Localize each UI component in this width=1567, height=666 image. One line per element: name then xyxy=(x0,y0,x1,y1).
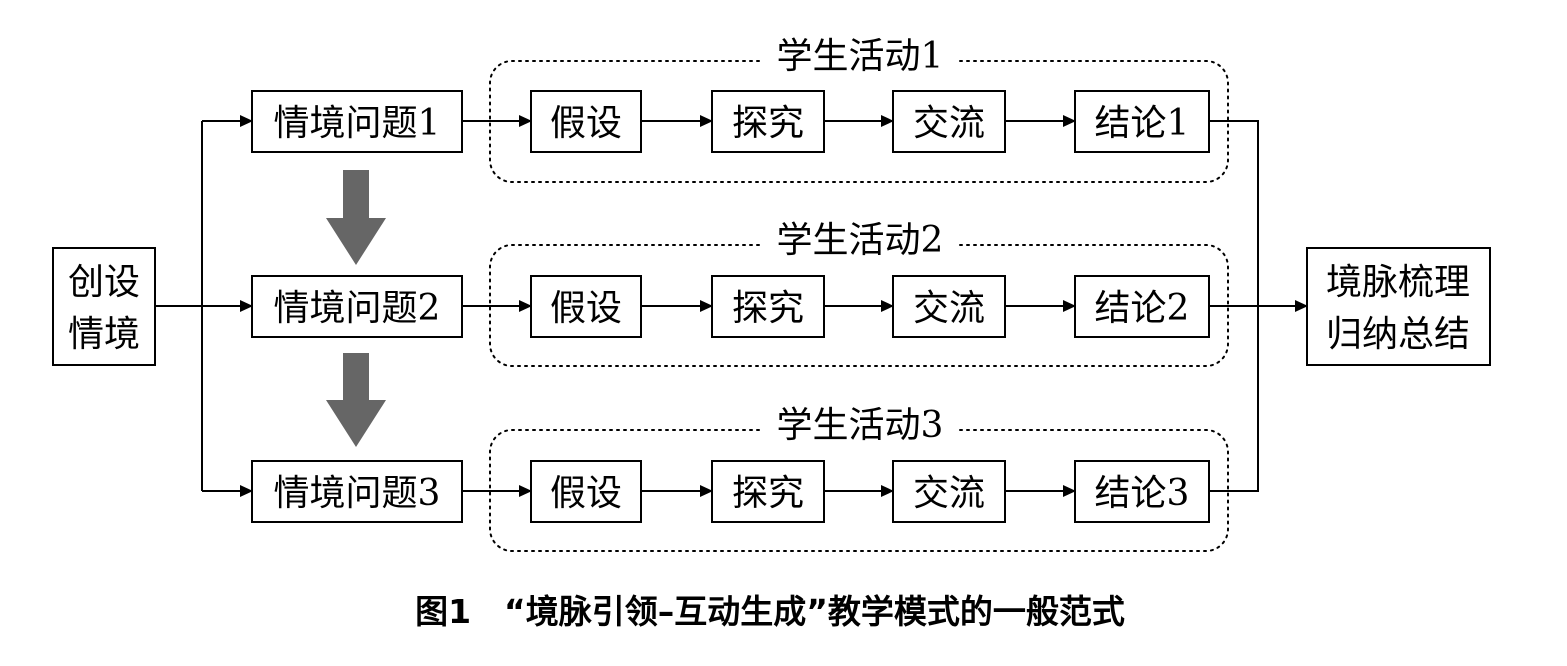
step-box-inquiry-2 xyxy=(711,275,825,338)
start-label-line1: 创设 xyxy=(68,262,140,303)
step-box-inquiry-1 xyxy=(711,90,825,153)
end-box xyxy=(1306,247,1491,366)
row-3: 情境问题3 学生活动3 假设 探究 交流 结论3 xyxy=(251,405,1229,552)
activity-group-label-2: 学生活动2 xyxy=(777,220,944,261)
step-label-inquiry-3: 探究 xyxy=(732,473,804,514)
progression-arrow-2 xyxy=(326,353,386,447)
question-box-3 xyxy=(251,460,463,523)
row-2: 情境问题2 学生活动2 假设 探究 交流 结论2 xyxy=(251,220,1229,367)
step-box-conclusion-1 xyxy=(1074,90,1210,153)
start-box xyxy=(52,247,156,366)
step-label-inquiry-1: 探究 xyxy=(732,103,804,144)
activity-group-label-bg-1 xyxy=(762,42,958,78)
step-label-hypothesis-3: 假设 xyxy=(550,473,622,514)
step-label-inquiry-2: 探究 xyxy=(732,288,804,329)
step-label-hypothesis-2: 假设 xyxy=(550,288,622,329)
step-label-exchange-3: 交流 xyxy=(913,473,985,514)
activity-group-label-3: 学生活动3 xyxy=(777,405,944,446)
step-label-exchange-2: 交流 xyxy=(913,288,985,329)
figure-caption: 图1 “境脉引领–互动生成”教学模式的一般范式 xyxy=(415,592,1125,631)
end-label-line2: 归纳总结 xyxy=(1326,314,1470,355)
activity-group-label-bg-3 xyxy=(762,411,958,447)
activity-group-label-1: 学生活动1 xyxy=(777,36,944,77)
step-label-hypothesis-1: 假设 xyxy=(550,103,622,144)
progression-arrow-1 xyxy=(326,170,386,265)
row-1: 情境问题1 学生活动1 假设 探究 交流 结论1 xyxy=(251,36,1229,183)
question-box-2 xyxy=(251,275,463,338)
activity-group-label-bg-2 xyxy=(762,226,958,262)
step-box-inquiry-3 xyxy=(711,460,825,523)
question-label-2: 情境问题2 xyxy=(274,288,441,329)
end-label-line1: 境脉梳理 xyxy=(1326,262,1470,303)
step-box-hypothesis-3 xyxy=(530,460,642,523)
step-label-conclusion-1: 结论1 xyxy=(1095,103,1190,144)
step-label-exchange-1: 交流 xyxy=(913,103,985,144)
step-box-exchange-2 xyxy=(892,275,1006,338)
step-label-conclusion-2: 结论2 xyxy=(1095,288,1190,329)
question-box-1 xyxy=(251,90,463,153)
step-box-exchange-3 xyxy=(892,460,1006,523)
start-label-line2: 情境 xyxy=(68,314,140,355)
question-label-1: 情境问题1 xyxy=(274,103,441,144)
step-label-conclusion-3: 结论3 xyxy=(1095,473,1190,514)
question-label-3: 情境问题3 xyxy=(274,473,441,514)
step-box-exchange-1 xyxy=(892,90,1006,153)
step-box-hypothesis-2 xyxy=(530,275,642,338)
